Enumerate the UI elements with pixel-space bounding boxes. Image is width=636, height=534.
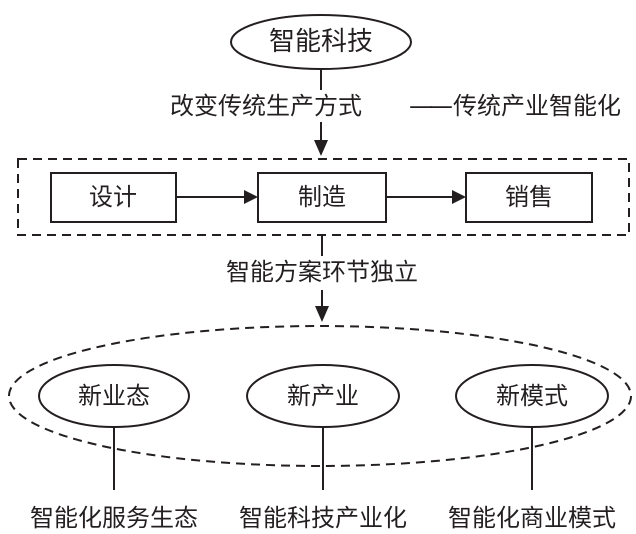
process-step-label-sales: 销售 (505, 183, 553, 211)
process-step-label-design: 设计 (89, 183, 137, 211)
edge1-connector-dash: —— (409, 92, 453, 120)
process-step-label-manufacture: 制造 (298, 183, 346, 211)
outcome-detail-new-model: 智能化商业模式 (448, 504, 616, 532)
edge1-arrowhead-icon (314, 140, 328, 156)
manufacture-to-sales-arrowhead-icon (452, 190, 466, 204)
outcome-detail-new-industry: 智能科技产业化 (239, 504, 407, 532)
edge2-arrowhead-icon (315, 306, 329, 322)
edge2-label: 智能方案环节独立 (226, 258, 418, 286)
outcome-label-new-business: 新业态 (78, 382, 150, 410)
outcome-label-new-industry: 新产业 (287, 382, 359, 410)
outcomes-container (8, 325, 632, 467)
design-to-manufacture-arrowhead-icon (244, 190, 258, 204)
process-container (17, 158, 630, 236)
outcome-detail-new-business: 智能化服务生态 (30, 504, 198, 532)
edge1-label-right: 传统产业智能化 (453, 92, 621, 120)
process-step-box-manufacture (257, 172, 387, 223)
edge1-label-left: 改变传统生产方式 (170, 92, 362, 120)
process-step-box-sales (465, 172, 593, 223)
root-node-label: 智能科技 (268, 27, 374, 57)
outcome-label-new-model: 新模式 (496, 382, 568, 410)
process-step-box-design (50, 172, 177, 223)
